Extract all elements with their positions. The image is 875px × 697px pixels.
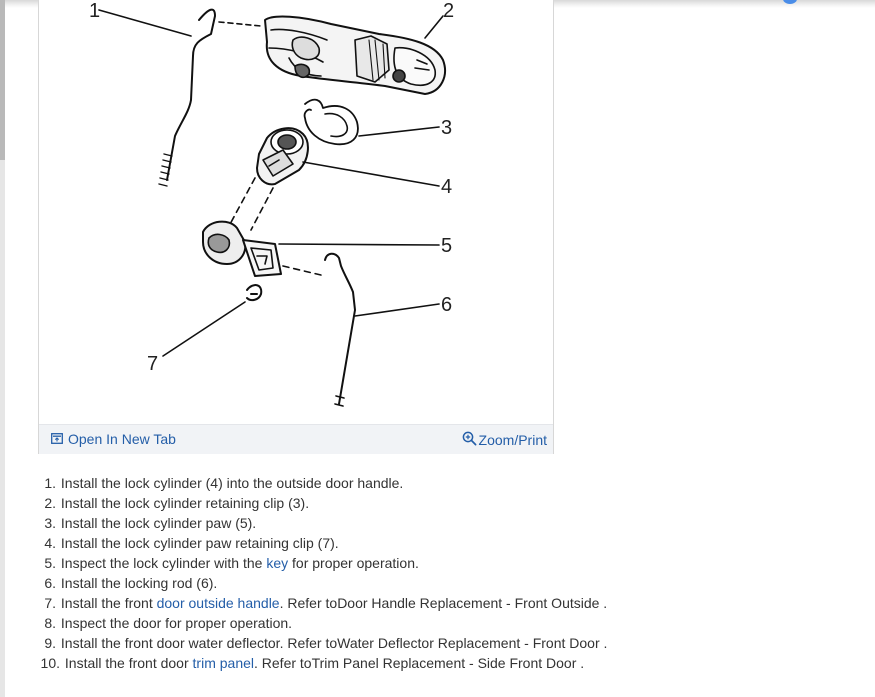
step-9: 9. Install the front door water deflecto…	[44, 635, 608, 651]
step-1: 1. Install the lock cylinder (4) into th…	[44, 475, 404, 491]
zoom-print-link[interactable]: Zoom/Print	[462, 431, 547, 449]
door-outside-handle-link[interactable]: door outside handle	[156, 595, 280, 611]
callout-5: 5	[441, 235, 452, 257]
callout-3: 3	[441, 117, 452, 139]
trim-panel-link[interactable]: trim panel	[192, 655, 254, 671]
leader-line-1	[98, 9, 192, 37]
leader-line-4	[302, 161, 440, 187]
part-3-clip	[303, 98, 359, 146]
leader-line-2	[424, 15, 444, 39]
part-5-paw	[242, 239, 282, 277]
callout-2: 2	[443, 0, 454, 22]
callout-1: 1	[89, 0, 100, 22]
scrollbar-thumb[interactable]	[0, 0, 5, 160]
step-3: 3. Install the lock cylinder paw (5).	[44, 515, 257, 531]
leader-line-5	[278, 243, 440, 246]
exploded-diagram: 1 2 3 4 5 6 7	[39, 0, 553, 424]
open-in-new-tab-link[interactable]: Open In New Tab	[51, 431, 176, 447]
step-7: 7. Install the front door outside handle…	[44, 595, 608, 611]
step-8: 8. Inspect the door for proper operation…	[44, 615, 293, 631]
zoom-icon	[462, 431, 477, 449]
callout-4: 4	[441, 176, 452, 198]
figure: 1 2 3 4 5 6 7 Open In New Tab Zoom/Print	[38, 0, 554, 454]
step-10: 10. Install the front door trim panel. R…	[40, 655, 585, 671]
figure-toolbar: Open In New Tab Zoom/Print	[39, 424, 553, 454]
open-in-new-tab-icon	[51, 431, 63, 447]
callout-7: 7	[147, 353, 158, 375]
leader-line-7	[162, 301, 246, 357]
step-6: 6. Install the locking rod (6).	[44, 575, 218, 591]
corner-indicator	[783, 0, 797, 4]
step-4: 4. Install the lock cylinder paw retaini…	[44, 535, 339, 551]
scrollbar-track[interactable]	[0, 0, 5, 697]
zoom-print-label: Zoom/Print	[478, 432, 547, 448]
step-2: 2. Install the lock cylinder retaining c…	[44, 495, 310, 511]
step-5: 5. Inspect the lock cylinder with the ke…	[44, 555, 419, 571]
part-7-paw-retaining-clip	[246, 284, 263, 302]
leader-line-6	[354, 303, 440, 317]
open-in-new-tab-label: Open In New Tab	[68, 431, 176, 447]
key-link[interactable]: key	[266, 555, 289, 571]
part-6-locking-rod	[324, 252, 356, 405]
callout-6: 6	[441, 294, 452, 316]
part-1-rod	[166, 8, 216, 181]
leader-line-3	[358, 126, 440, 137]
procedure-steps: 1. Install the lock cylinder (4) into th…	[38, 473, 608, 673]
